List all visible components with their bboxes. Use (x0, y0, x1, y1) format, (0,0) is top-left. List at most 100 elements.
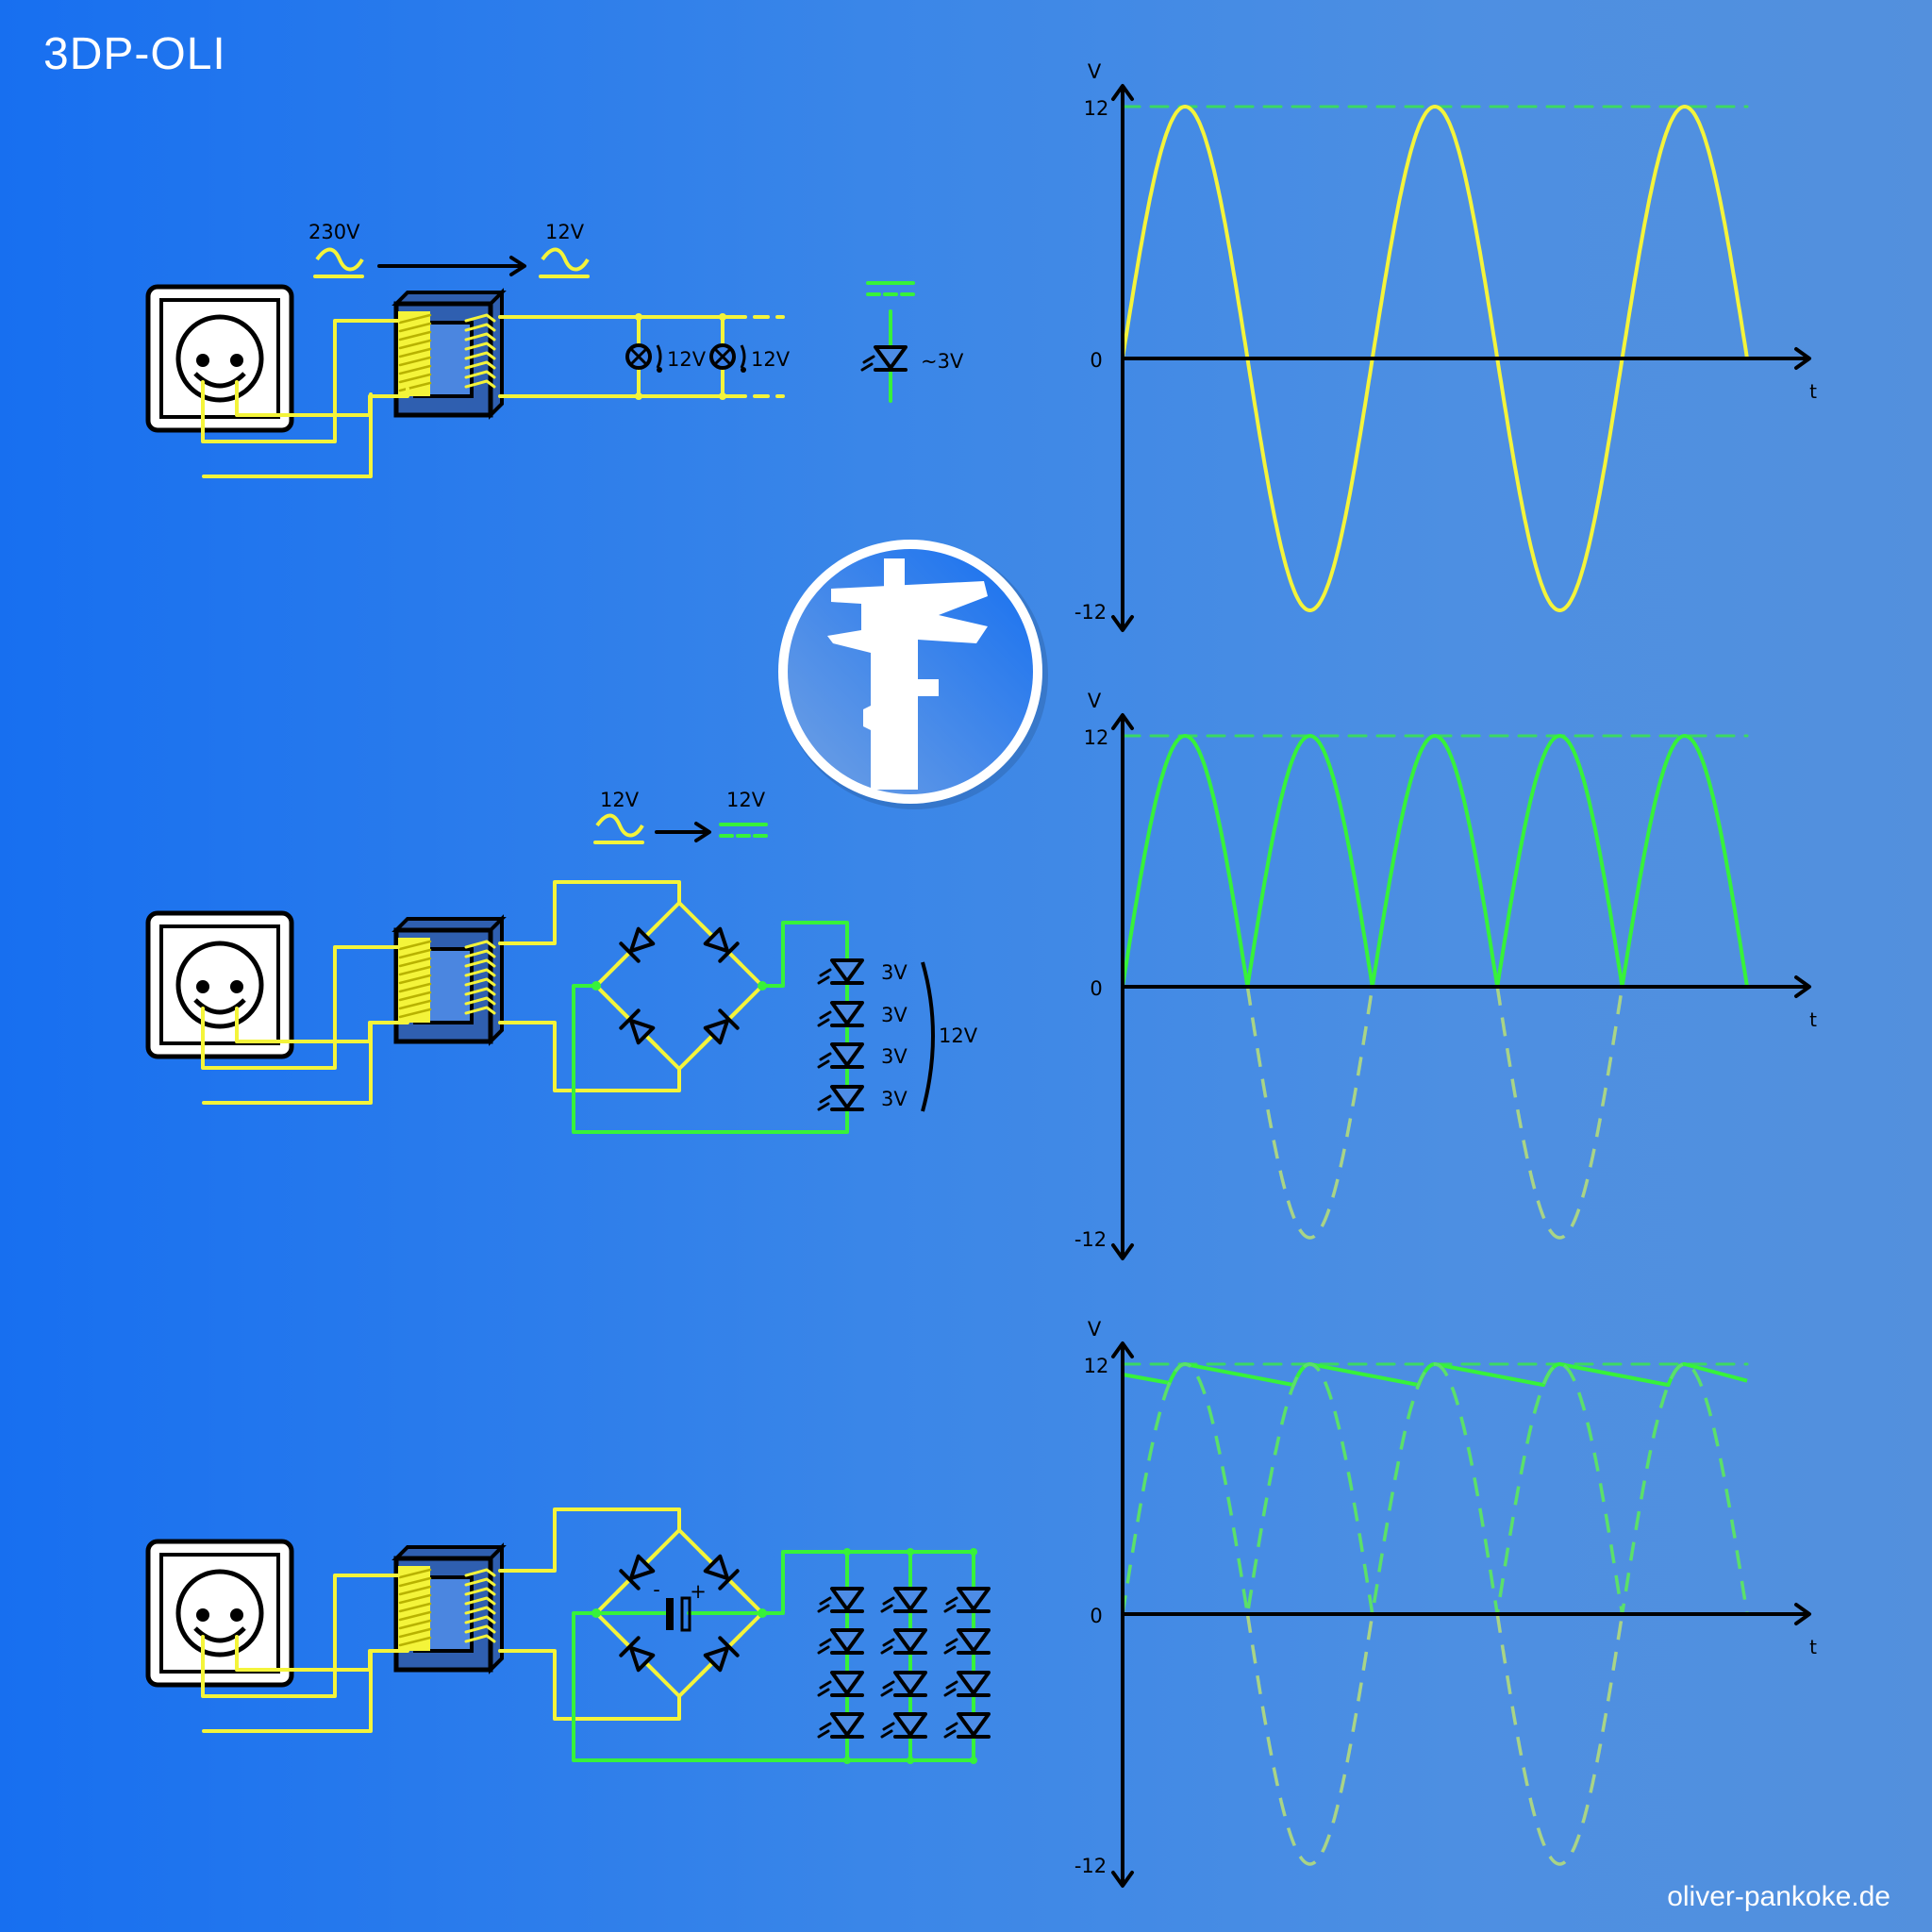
junction-dot (907, 1757, 914, 1764)
secondary-turn (464, 323, 496, 332)
led-icon (943, 1661, 991, 1707)
led-body (830, 1042, 864, 1067)
input-voltage-label: 230V (308, 221, 360, 243)
led-light-ray (819, 1638, 832, 1647)
coil-turn (398, 313, 432, 325)
socket-inner (159, 298, 280, 419)
secondary-turn (464, 351, 496, 360)
led-light-ray (819, 968, 832, 977)
secondary-turn (464, 360, 496, 370)
wire-ac-in (498, 1507, 681, 1573)
junction-dot (758, 981, 767, 991)
junction-dot (591, 981, 601, 991)
led-light-ray (817, 1102, 830, 1111)
led-icon (817, 1661, 864, 1707)
lamp-glow (656, 344, 662, 369)
dc-symbol-icon (866, 281, 915, 296)
diode-body (703, 1645, 730, 1673)
diode-body (628, 1645, 656, 1673)
coil-turn (398, 940, 432, 951)
socket-icon (145, 1539, 294, 1688)
y-axis-label: V (1088, 1318, 1102, 1341)
wire-primary (201, 1574, 400, 1698)
wire-primary (202, 392, 373, 478)
arrow-right-icon (655, 822, 711, 842)
secondary-turn (464, 987, 496, 996)
x-axis-label: t (1809, 380, 1817, 403)
diode-bar (619, 1008, 641, 1030)
bridge-rectifier (594, 1528, 764, 1698)
ac-wave (315, 247, 364, 272)
led-body (893, 1587, 927, 1611)
coil-turn (398, 1593, 432, 1605)
diode-icon (698, 1005, 743, 1050)
socket-ground (193, 998, 246, 1015)
wire-primary (201, 945, 400, 1070)
coil-turn (398, 991, 432, 1002)
y-tick-label: -12 (1074, 601, 1107, 624)
coil-turn (398, 1602, 432, 1613)
coil-turn (398, 1576, 432, 1588)
y-tick-label: -12 (1074, 1855, 1107, 1877)
coil-turn (398, 1568, 432, 1579)
diode-icon (615, 1005, 660, 1050)
led-icon (817, 949, 864, 994)
led-light-ray (817, 1729, 830, 1739)
ac-wave (595, 813, 644, 838)
led-body (830, 1001, 864, 1025)
diode-icon (615, 922, 660, 967)
caliper-depth-tip (884, 558, 905, 587)
ac-symbol-icon (593, 813, 644, 844)
secondary-turn (464, 1615, 496, 1624)
led-light-ray (819, 1094, 832, 1104)
series-smoothed (1122, 1362, 1748, 1388)
circuit-smooth: -+ (145, 1507, 991, 1764)
secondary-turn (464, 341, 496, 351)
dc-symbol-icon (719, 823, 768, 838)
series-negative-half (1245, 986, 1374, 1240)
secondary-turn (464, 1596, 496, 1606)
lamp-glow-dot (657, 367, 662, 373)
led-light-ray (943, 1645, 957, 1655)
led-voltage-label: 3V (881, 1004, 908, 1026)
led-body (830, 1671, 864, 1695)
secondary-turn (464, 1634, 496, 1643)
socket-icon (145, 910, 294, 1059)
junction-dot (970, 1757, 977, 1764)
lamp-glow-dot (741, 367, 746, 373)
series-rectified (1121, 1362, 1749, 1616)
capacitor-minus-label: - (653, 1578, 660, 1601)
led-icon (943, 1577, 991, 1623)
y-tick-label: 0 (1090, 349, 1102, 372)
coil-turn (398, 1636, 432, 1647)
diode-icon (698, 1632, 743, 1677)
transformer-icon (391, 1542, 507, 1674)
led-light-ray (817, 1645, 830, 1655)
y-axis-label: V (1088, 690, 1102, 712)
socket-pin (196, 980, 209, 993)
secondary-turn (464, 1624, 496, 1634)
led-icon (880, 1577, 927, 1623)
led-body (893, 1712, 927, 1737)
coil-turn (398, 339, 432, 350)
secondary-turn (464, 968, 496, 977)
led-light-ray (943, 1688, 957, 1697)
coil-turn (398, 1008, 432, 1019)
diode-body (703, 1554, 730, 1581)
socket-round (175, 314, 264, 403)
capacitor-plus-label: + (690, 1580, 707, 1603)
secondary-turn (464, 1577, 496, 1587)
secondary-turn (464, 1587, 496, 1596)
led-body (957, 1712, 991, 1737)
diode-body (703, 926, 730, 954)
y-axis-arrow (1111, 1341, 1134, 1358)
wire-dc-minus (572, 1611, 975, 1762)
coil-turn (398, 373, 432, 384)
led-light-ray (880, 1645, 893, 1655)
